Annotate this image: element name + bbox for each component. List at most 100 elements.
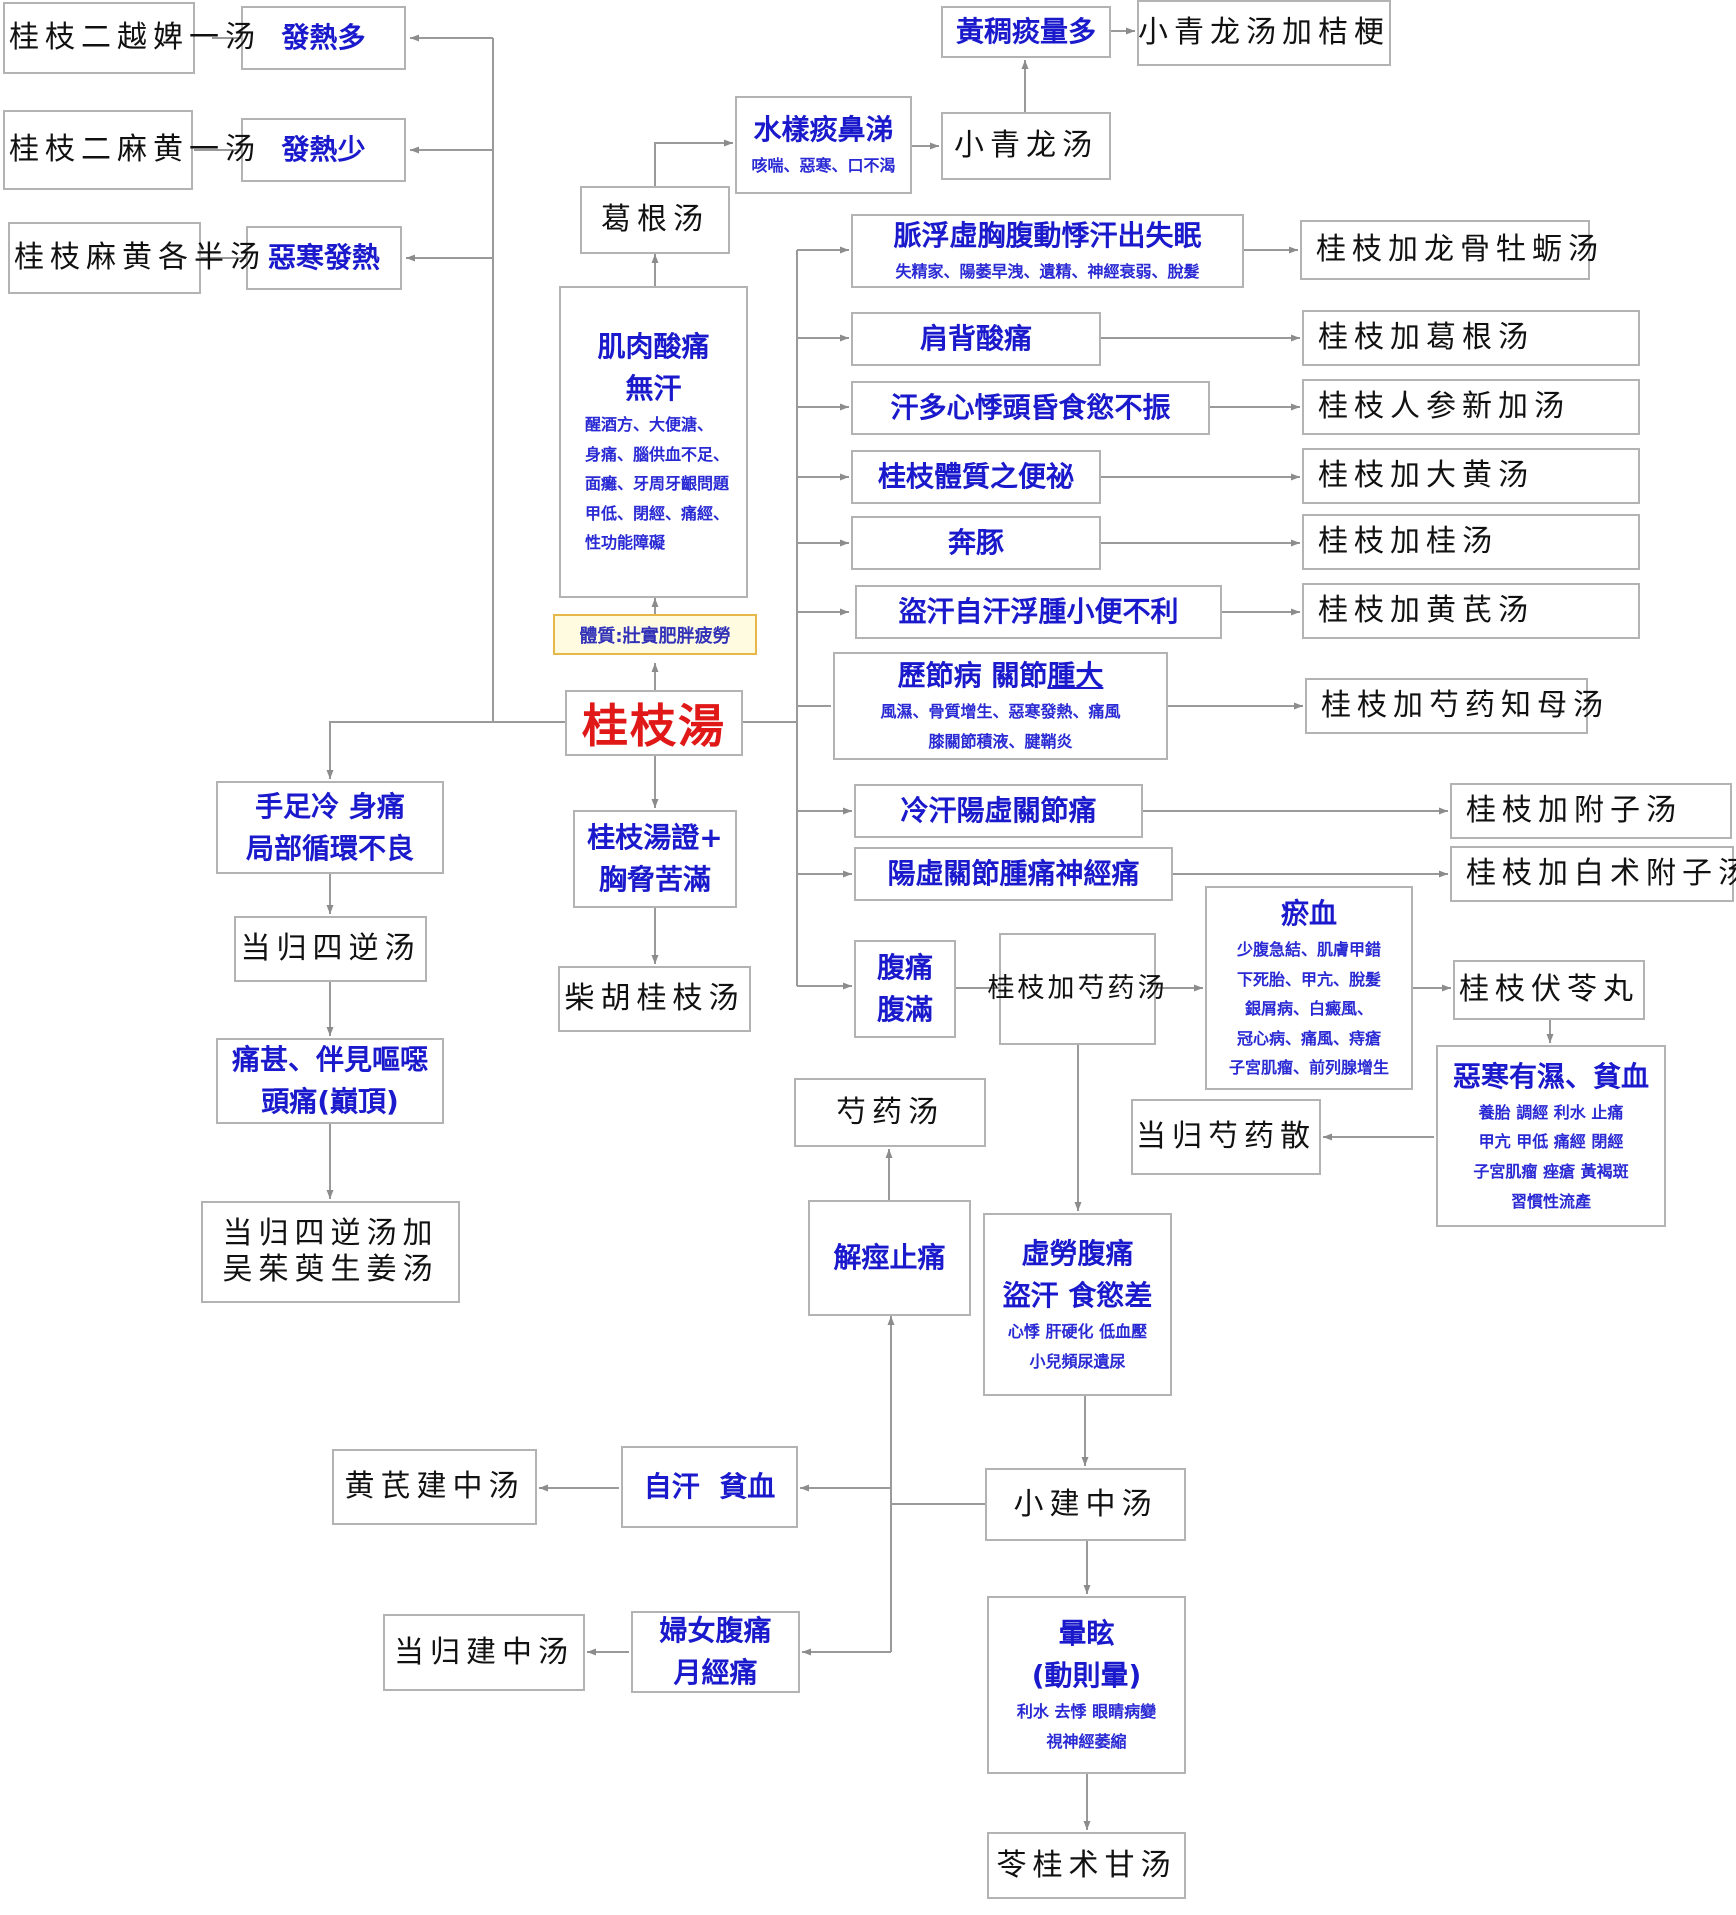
formula-label: 桂枝麻黄各半汤 [14, 240, 266, 275]
symptom-constipation: 桂枝體質之便祕 [851, 450, 1101, 504]
symptom-label: 手足冷 身痛 [255, 789, 405, 823]
formula-xiaojianzhong: 小建中汤 [985, 1468, 1186, 1541]
symptom-label: 頭痛(巔頂) [261, 1085, 399, 1118]
symptom-antispasm: 解痙止痛 [808, 1200, 971, 1316]
formula-label: 桂枝加芍药汤 [987, 972, 1168, 1004]
symptom-label: 汗多心悸頭昏食慾不振 [890, 391, 1171, 424]
formula-label: 小青龙汤加桔梗 [1138, 15, 1390, 50]
formula-label: 芍药汤 [836, 1094, 944, 1130]
symptom-label: 瘀血 [1280, 897, 1337, 931]
formula-label: 当归四逆汤 [240, 931, 421, 966]
symptom-detail: 視神經萎縮 [1046, 1732, 1127, 1751]
root-label: 桂枝湯 [582, 699, 726, 753]
symptom-detail: 風濕、骨質增生、惡寒發熱、痛風 [880, 702, 1121, 722]
formula-label: 桂枝加黄芪汤 [1318, 593, 1534, 628]
symptom-women-abdominal-pain: 婦女腹痛 月經痛 [631, 1611, 800, 1693]
symptom-detail: 咳喘、惡寒、口不渴 [751, 156, 896, 176]
symptom-label: 陽虛關節腫痛神經痛 [887, 857, 1140, 890]
symptom-cold-limbs: 手足冷 身痛 局部循環不良 [216, 781, 444, 874]
symptom-cold-damp-anemia: 惡寒有濕、貧血 養胎 調經 利水 止痛 甲亢 甲低 痛經 閉經 子宮肌瘤 痤瘡 … [1436, 1045, 1666, 1227]
symptom-label: 暈眩 [1058, 1617, 1115, 1651]
symptom-detail: 小兒頻尿遺尿 [1029, 1351, 1126, 1371]
formula-label: 小建中汤 [1013, 1486, 1158, 1522]
formula-danggui-shaoyao: 当归芍药散 [1131, 1099, 1321, 1175]
formula-label: 当归芍药散 [1136, 1119, 1316, 1154]
formula-label: 桂枝伏苓丸 [1459, 972, 1639, 1007]
formula-label: 桂枝人参新加汤 [1318, 389, 1570, 424]
formula-fuzi: 桂枝加附子汤 [1450, 783, 1732, 839]
symptom-label: 自汗 貧血 [643, 1470, 776, 1503]
symptom-detail: 醒酒方、大便溏、 [585, 415, 714, 435]
symptom-label: 桂枝湯證+ [587, 821, 723, 854]
symptom-detail: 利水 去悸 眼睛病變 [1016, 1702, 1157, 1722]
formula-label: 桂枝加桂汤 [1318, 524, 1498, 559]
joint-label-b: 腫大 [1047, 659, 1104, 693]
formula-label: 桂枝加大黄汤 [1318, 458, 1534, 493]
symptom-label: 水樣痰鼻涕 [753, 113, 894, 147]
symptom-chill-fever: 惡寒發熱 [246, 226, 402, 290]
symptom-label: 腹痛 [876, 951, 933, 984]
link-root-coldlimbs [326, 721, 565, 779]
symptom-watery-phlegm: 水樣痰鼻涕 咳喘、惡寒、口不渴 [735, 96, 912, 194]
formula-label: 吴茱萸生姜汤 [222, 1252, 439, 1287]
symptom-detail: 失精家、陽萎早洩、遺精、神經衰弱、脫髮 [895, 262, 1200, 282]
formula-longgu-muli: 桂枝加龙骨牡蛎汤 [1300, 220, 1598, 280]
formula-shaoyao-zhimu: 桂枝加芍药知母汤 [1305, 678, 1603, 734]
symptom-detail: 少腹急結、肌膚甲錯 [1236, 940, 1381, 960]
symptom-label: 發熱少 [281, 133, 366, 166]
symptom-detail: 養胎 調經 利水 止痛 [1478, 1102, 1624, 1122]
symptom-detail: 銀屑病、白癜風、 [1244, 999, 1373, 1019]
symptom-sweat-palpitation: 汗多心悸頭昏食慾不振 [851, 381, 1210, 435]
constitution-label: 體質:壯實肥胖疲勞 [579, 625, 731, 647]
formula-label: 桂枝加龙骨牡蛎汤 [1316, 232, 1604, 267]
symptom-label: 腹滿 [876, 993, 933, 1026]
formula-huangqi-jianzhong: 黄芪建中汤 [332, 1449, 537, 1525]
formula-label: 桂枝加附子汤 [1466, 793, 1682, 828]
formula-danggui-sini-wuzhuyu: 当归四逆汤加 吴茱萸生姜汤 [201, 1201, 460, 1303]
root-guizhi-decoction: 桂枝湯 [565, 690, 743, 756]
symptom-label: 肌肉酸痛 [597, 330, 710, 364]
symptom-muscle-ache: 肌肉酸痛 無汗 醒酒方、大便溏、 身痛、腦供血不足、 面癱、牙周牙齦問題 甲低、… [559, 286, 748, 598]
symptom-fever-many: 發熱多 [241, 6, 406, 70]
symptom-detail: 面癱、牙周牙齦問題 [585, 474, 730, 494]
symptom-label: 盜汗 食慾差 [1002, 1278, 1153, 1312]
formula-label: 当归建中汤 [394, 1634, 574, 1670]
symptom-label: 虛勞腹痛 [1021, 1236, 1134, 1270]
symptom-dizziness: 暈眩 (動則暈) 利水 去悸 眼睛病變 視神經萎縮 [987, 1596, 1186, 1774]
symptom-spontaneous-sweat-anemia: 自汗 貧血 [621, 1446, 798, 1528]
symptom-bentun: 奔豚 [851, 516, 1101, 570]
symptom-detail: 甲低、閉經、痛經、 [585, 503, 730, 523]
formula-label: 柴胡桂枝汤 [564, 981, 745, 1016]
symptom-label: 黃稠痰量多 [955, 15, 1096, 48]
symptom-detail: 習慣性流產 [1510, 1191, 1591, 1211]
symptom-yang-deficiency-neuralgia: 陽虛關節腫痛神經痛 [854, 847, 1173, 901]
symptom-detail: 子宮肌瘤 痤瘡 黃褐斑 [1473, 1162, 1629, 1181]
formula-label: 桂枝加芍药知母汤 [1321, 688, 1609, 723]
symptom-label: 脈浮虛胸腹動悸汗出失眠 [893, 219, 1202, 253]
symptom-yellow-phlegm: 黃稠痰量多 [941, 6, 1111, 58]
formula-guizhi-gegen: 桂枝加葛根汤 [1302, 310, 1640, 366]
symptom-label: 肩背酸痛 [919, 322, 1032, 355]
symptom-label: 惡寒有濕、貧血 [1452, 1059, 1649, 1093]
symptom-label: 惡寒發熱 [267, 241, 380, 274]
symptom-fever-few: 發熱少 [241, 118, 406, 182]
formula-label: 小青龙汤 [954, 128, 1098, 163]
symptom-chest-fullness: 桂枝湯證+ 胸脅苦滿 [573, 810, 737, 908]
symptom-label: 無汗 [625, 372, 682, 406]
constitution-box: 體質:壯實肥胖疲勞 [553, 614, 757, 655]
formula-label: 苓桂术甘汤 [996, 1847, 1177, 1883]
formula-xiaoqinglong: 小青龙汤 [941, 112, 1111, 180]
joint-label-a: 歷節病 關節 [897, 659, 1048, 693]
formula-huangqi-add: 桂枝加黄芪汤 [1302, 583, 1640, 639]
formula-chaihu-guizhi: 柴胡桂枝汤 [558, 966, 751, 1032]
formula-guizhi-er-yuebi: 桂枝二越婢一汤 [3, 2, 255, 74]
formula-baizhu-fuzi: 桂枝加白术附子汤 [1450, 846, 1736, 902]
symptom-label: 局部循環不良 [245, 831, 414, 865]
symptom-abdominal-pain: 腹痛 腹滿 [854, 940, 956, 1038]
formula-label: 桂枝二越婢一汤 [9, 20, 261, 55]
formula-linggui-zhugan: 苓桂术甘汤 [987, 1832, 1186, 1899]
symptom-label: 盜汗自汗浮腫小便不利 [898, 595, 1179, 628]
formula-label: 桂枝二麻黄一汤 [9, 132, 261, 167]
